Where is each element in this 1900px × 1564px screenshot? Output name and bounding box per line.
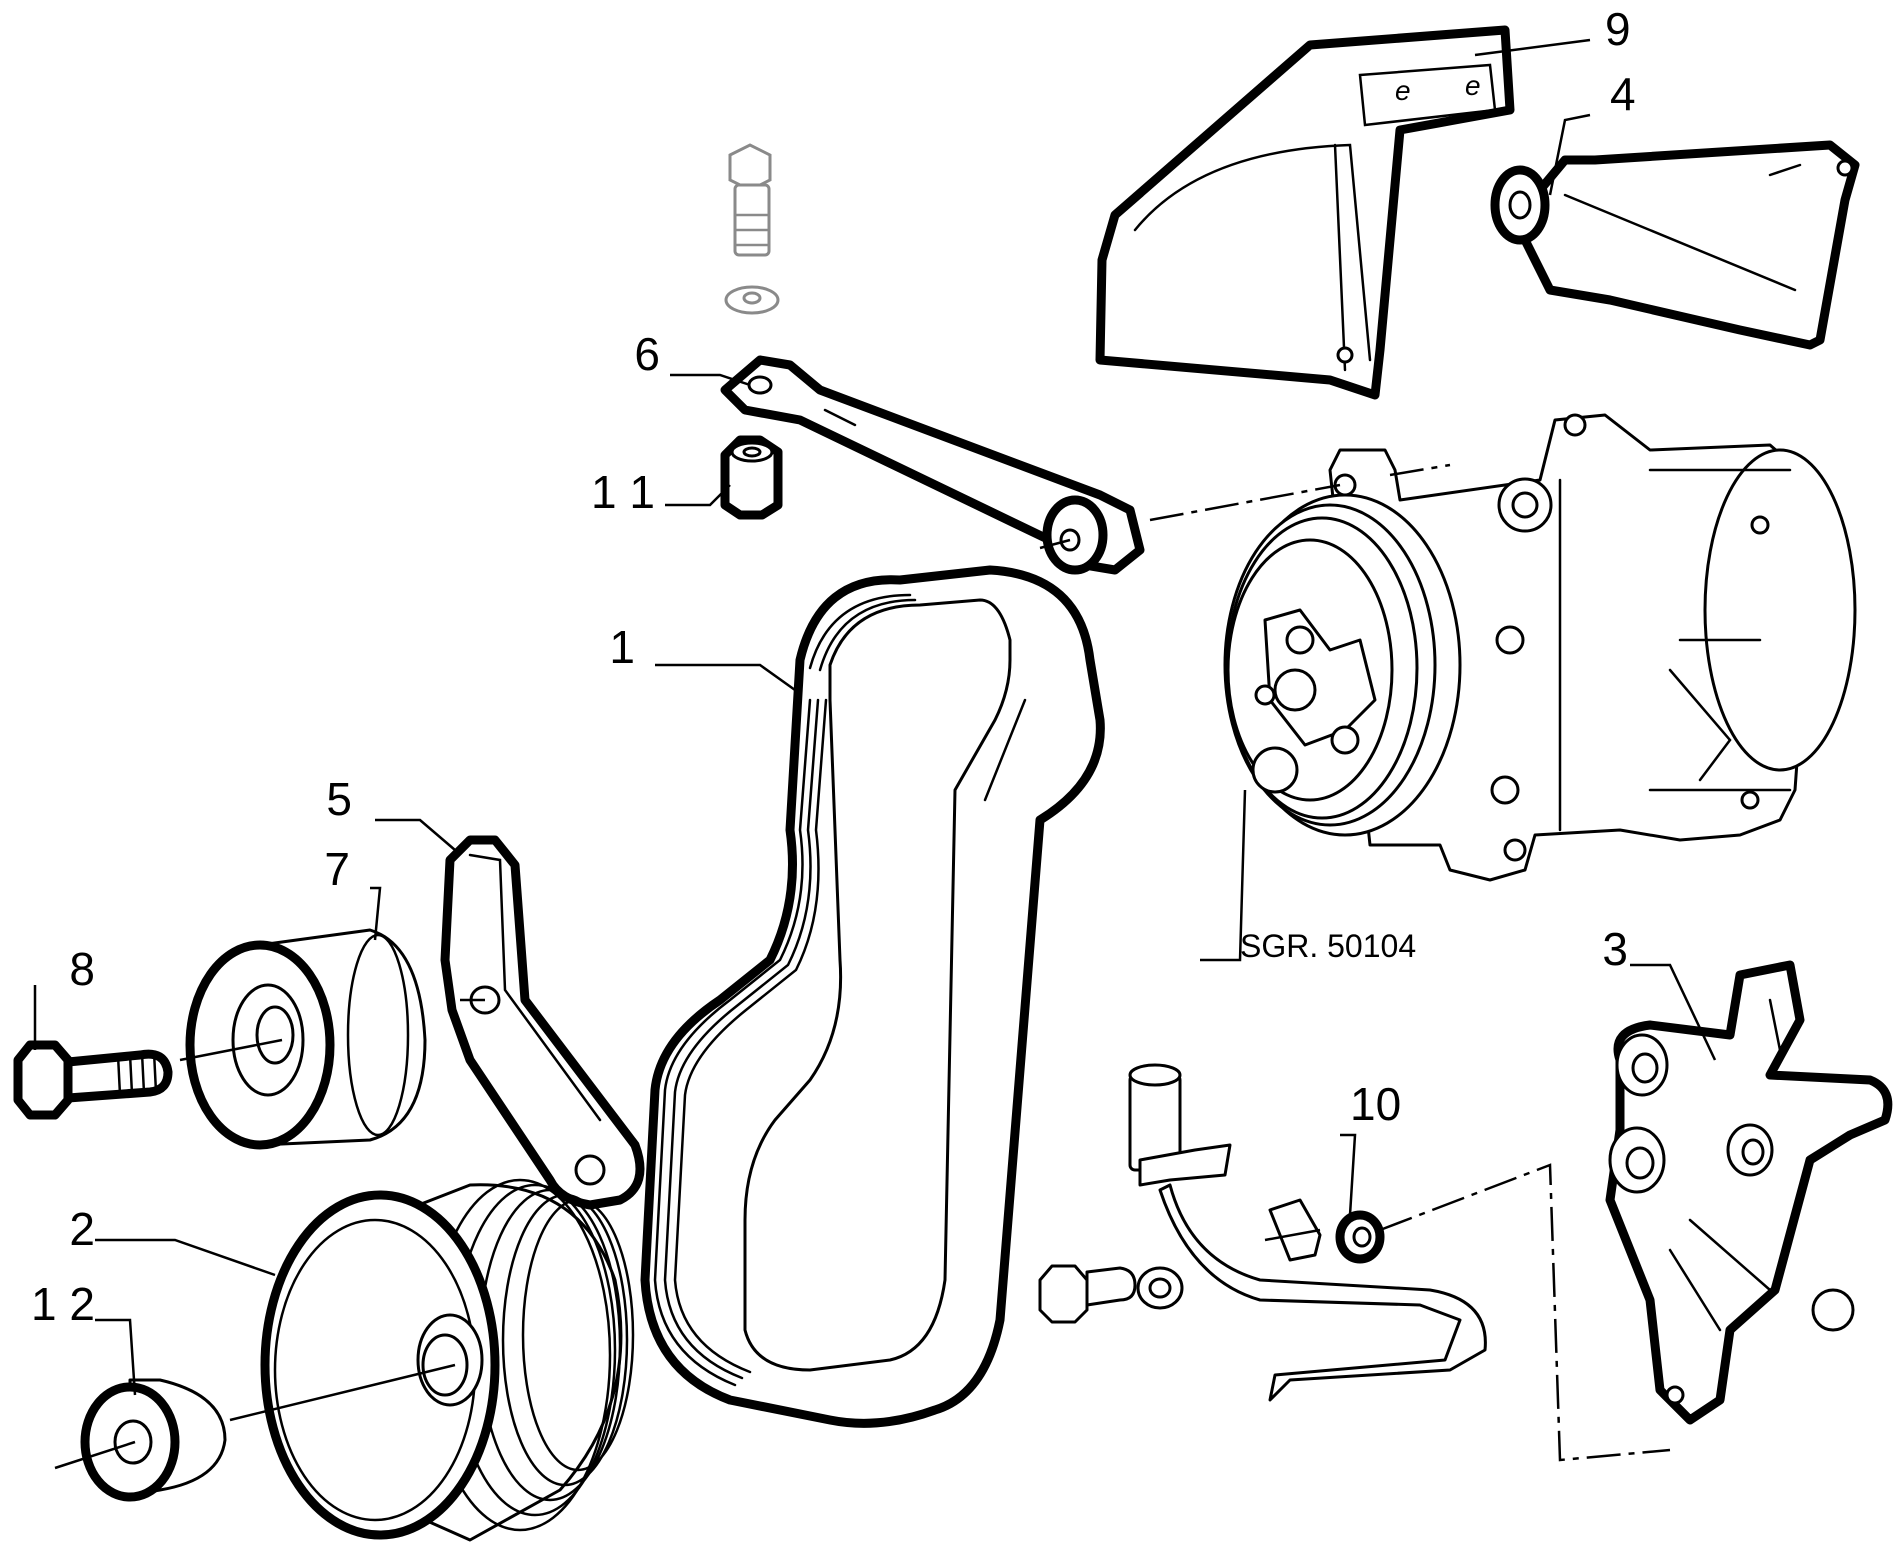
compressor-mounting-bracket: [1605, 960, 1893, 1425]
callout-9: 9: [1605, 3, 1631, 55]
assembly-axis-compressor-top: [1389, 463, 1451, 477]
adjusting-rod: [720, 355, 1145, 575]
callout-4: 4: [1610, 68, 1636, 120]
callout-12: 1 2: [31, 1278, 95, 1330]
sealing-washer: [1335, 1210, 1385, 1264]
callout-2: 2: [69, 1203, 95, 1255]
assembly-axis-compressor: [1149, 483, 1341, 522]
belt-guard-cover: e e: [1095, 25, 1515, 400]
idler-bolt: [13, 1040, 173, 1120]
pulley-washer: [54, 1378, 227, 1502]
lock-nut: [720, 435, 783, 520]
callout-3: 3: [1602, 923, 1628, 975]
bolt-and-washer: [724, 143, 780, 315]
svg-text:e: e: [1395, 75, 1411, 106]
idler-arm: [440, 835, 645, 1210]
svg-text:e: e: [1465, 70, 1481, 101]
callout-labels: 1 2 3 4 5 6 7 8 9 10 1 1 1 2 SGR. 50104: [31, 3, 1636, 1330]
assembly-axis-bracket: [1379, 1163, 1671, 1462]
callout-8: 8: [69, 943, 95, 995]
callout-1: 1: [609, 621, 635, 673]
crankshaft-pulley: [229, 1178, 635, 1542]
poly-v-belt: [640, 565, 1105, 1428]
tension-bracket: [1490, 140, 1860, 350]
callout-10: 10: [1350, 1078, 1401, 1130]
idler-pulley: [179, 928, 427, 1150]
sensor-with-pipe: [1128, 1063, 1487, 1402]
leader-lines: [33, 38, 1717, 1396]
small-bolt-and-washer: [1038, 1264, 1184, 1324]
callout-7: 7: [324, 843, 350, 895]
compressor-reference-label: SGR. 50104: [1240, 928, 1416, 964]
callout-11: 1 1: [591, 466, 655, 518]
ac-compressor: [1223, 413, 1857, 882]
callout-5: 5: [326, 773, 352, 825]
callout-6: 6: [634, 328, 660, 380]
